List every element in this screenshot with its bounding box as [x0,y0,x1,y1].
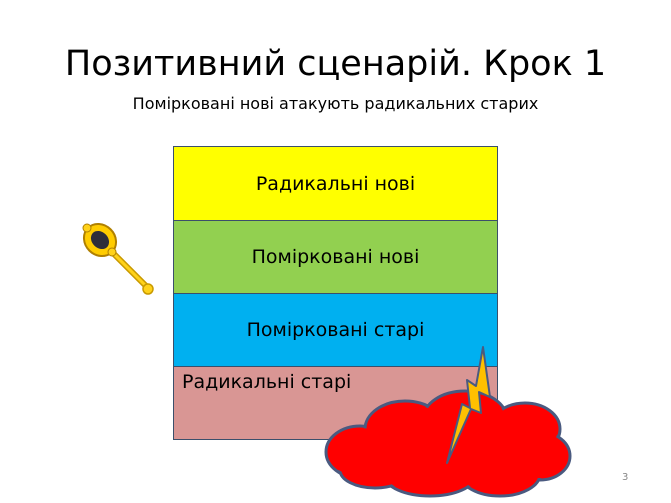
layer-radical-new: Радикальні нові [174,147,497,220]
layer-label: Помірковані старі [246,319,425,341]
scepter-icon [82,222,154,295]
layer-label: Радикальні старі [182,371,352,393]
layer-moderate-old: Помірковані старі [174,293,497,366]
layer-stack: Радикальні нові Помірковані нові Помірко… [173,146,498,440]
layer-label: Помірковані нові [251,246,420,268]
layer-label: Радикальні нові [255,172,416,195]
layer-moderate-new: Помірковані нові [174,220,497,293]
lightning-icon [446,346,491,464]
page-number: 3 [622,472,629,483]
cloud-icon [324,389,572,498]
slide-title: Позитивний сценарій. Крок 1 [64,44,607,84]
slide-subtitle: Помірковані нові атакують радикальних ст… [132,94,539,113]
